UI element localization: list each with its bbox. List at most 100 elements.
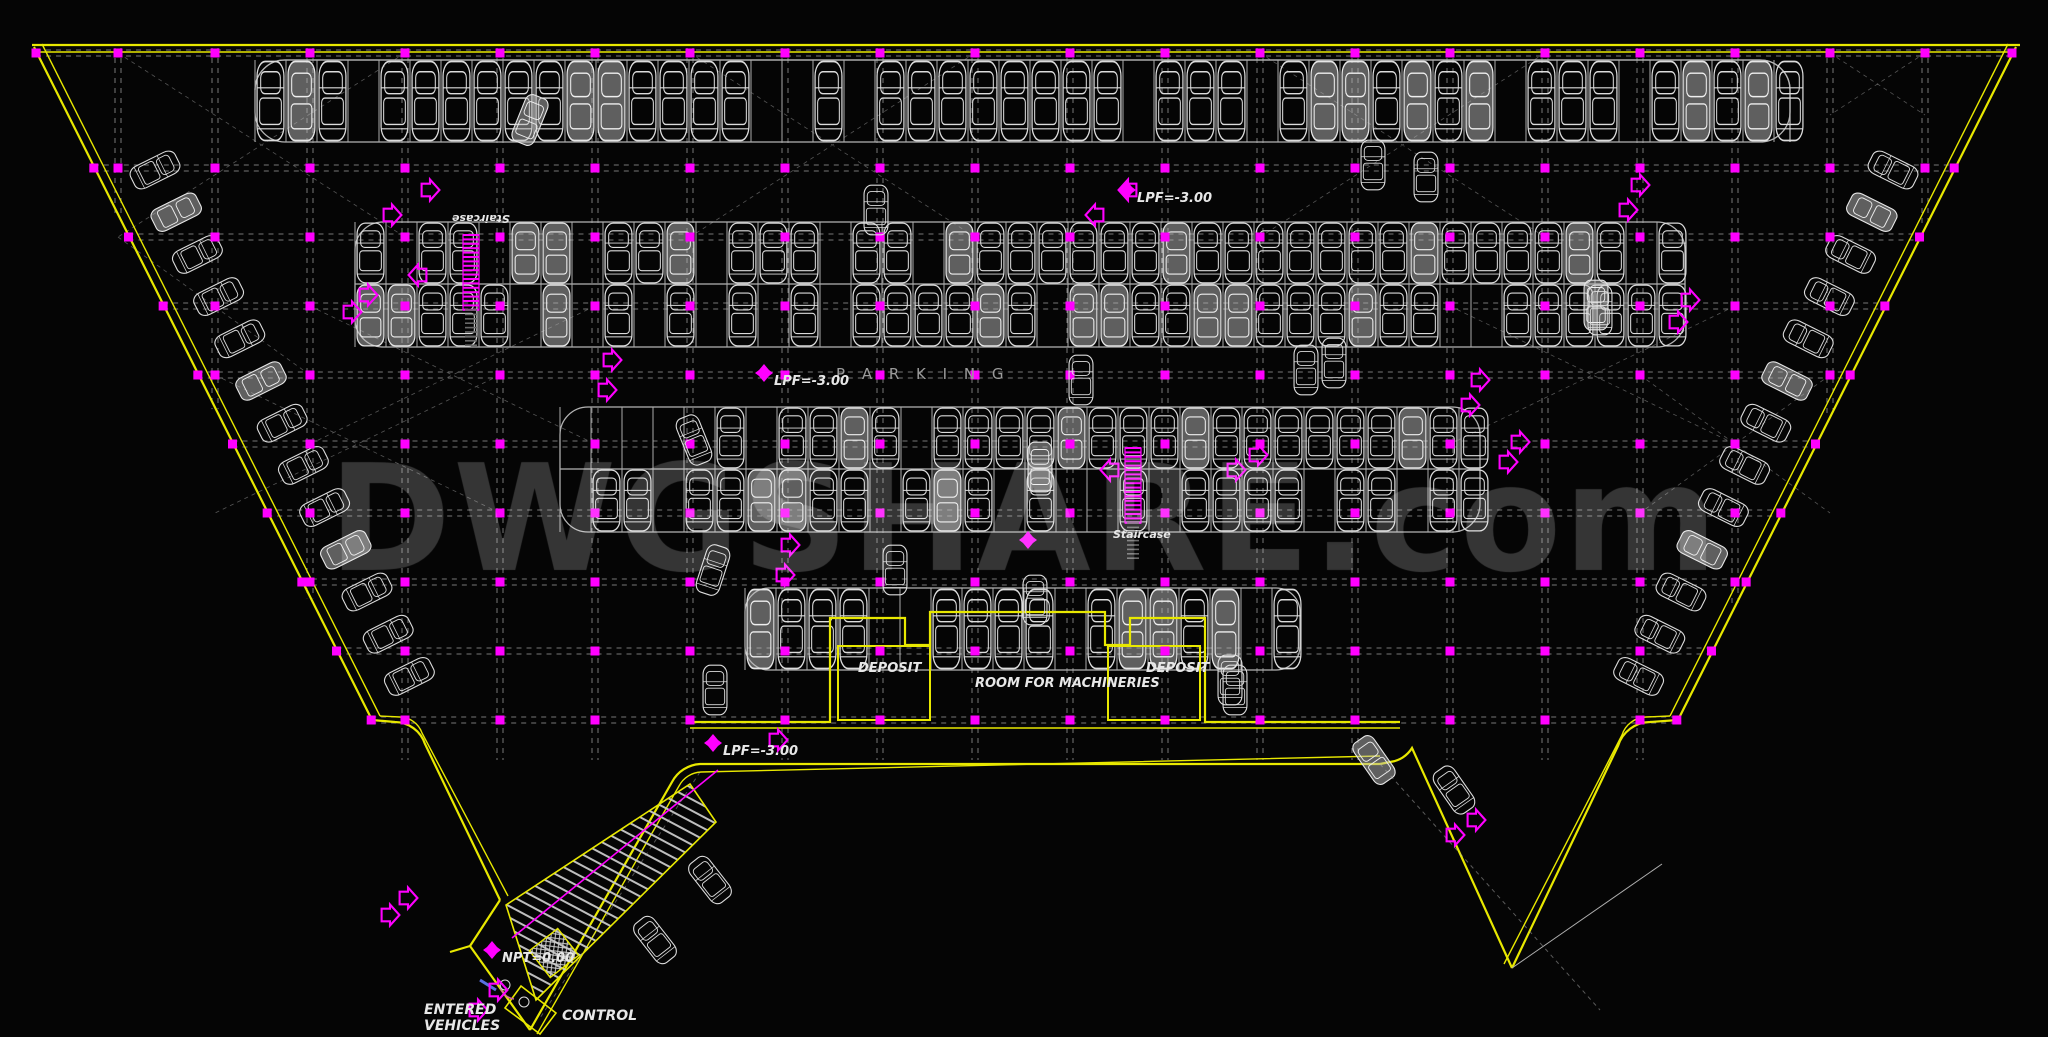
grid-node xyxy=(970,577,980,587)
grid-node xyxy=(1350,370,1360,380)
parking-stall-dividers xyxy=(254,60,1775,670)
grid-node xyxy=(1540,577,1550,587)
traffic-arrow xyxy=(1470,366,1491,394)
grid-node xyxy=(1635,508,1645,518)
grid-node xyxy=(1255,439,1265,449)
entry-ramp xyxy=(505,769,719,1002)
grid-node xyxy=(305,163,315,173)
traffic-arrow xyxy=(382,201,403,229)
grid-node xyxy=(1730,301,1740,311)
grid-node xyxy=(1540,48,1550,58)
traffic-arrow xyxy=(1466,806,1487,834)
grid-node xyxy=(1825,48,1835,58)
traffic-arrow xyxy=(420,176,441,204)
grid-node xyxy=(685,715,695,725)
grid-node xyxy=(1160,646,1170,656)
grid-node xyxy=(970,163,980,173)
grid-node xyxy=(970,48,980,58)
level-marker-diamond xyxy=(704,734,722,752)
grid-node xyxy=(495,715,505,725)
grid-node xyxy=(1160,577,1170,587)
grid-node xyxy=(970,301,980,311)
grid-node xyxy=(685,646,695,656)
grid-node xyxy=(1540,439,1550,449)
grid-node xyxy=(1635,370,1645,380)
grid-node xyxy=(1635,301,1645,311)
grid-node xyxy=(1160,232,1170,242)
grid-node xyxy=(1160,48,1170,58)
traffic-arrow xyxy=(597,376,618,404)
structural-bracing-lines xyxy=(117,52,1926,514)
grid-node xyxy=(875,508,885,518)
grid-node xyxy=(1445,577,1455,587)
grid-node xyxy=(1065,232,1075,242)
traffic-arrow xyxy=(768,726,789,754)
traffic-arrow xyxy=(1460,391,1481,419)
grid-node xyxy=(780,232,790,242)
grid-node xyxy=(970,370,980,380)
grid-node xyxy=(1825,232,1835,242)
grid-node xyxy=(685,232,695,242)
grid-node xyxy=(305,48,315,58)
traffic-arrow xyxy=(358,281,379,309)
grid-node xyxy=(1540,163,1550,173)
traffic-arrow xyxy=(407,261,428,289)
traffic-arrow xyxy=(1630,171,1651,199)
staircase-center xyxy=(1124,447,1142,560)
grid-node xyxy=(590,508,600,518)
grid-node xyxy=(495,48,505,58)
grid-node xyxy=(1255,715,1265,725)
grid-node xyxy=(875,439,885,449)
grid-node xyxy=(1730,163,1740,173)
grid-node xyxy=(970,439,980,449)
level-marker-diamond xyxy=(1019,531,1037,549)
grid-node xyxy=(1160,301,1170,311)
grid-node xyxy=(1635,48,1645,58)
traffic-arrow xyxy=(1099,456,1120,484)
grid-node xyxy=(210,48,220,58)
grid-node xyxy=(1540,508,1550,518)
grid-node xyxy=(1445,439,1455,449)
traffic-arrow xyxy=(398,884,419,912)
level-marker-diamond xyxy=(483,941,501,959)
grid-node xyxy=(1540,715,1550,725)
grid-node xyxy=(1255,232,1265,242)
grid-node xyxy=(1445,48,1455,58)
grid-node xyxy=(1065,370,1075,380)
grid-node xyxy=(400,646,410,656)
grid-node xyxy=(685,48,695,58)
grid-node xyxy=(400,439,410,449)
grid-node xyxy=(970,715,980,725)
grid-node xyxy=(590,301,600,311)
grid-node xyxy=(1065,163,1075,173)
traffic-arrow xyxy=(488,976,509,1004)
grid-node xyxy=(1635,715,1645,725)
staircase-symbols xyxy=(462,234,1142,560)
grid-node xyxy=(1635,646,1645,656)
grid-node xyxy=(305,577,315,587)
staircase-left xyxy=(462,234,480,347)
grid-node xyxy=(210,232,220,242)
site-guide-lines xyxy=(539,763,1663,1019)
grid-node xyxy=(1255,48,1265,58)
grid-node xyxy=(495,301,505,311)
grid-node xyxy=(1540,301,1550,311)
grid-node xyxy=(1445,715,1455,725)
grid-node xyxy=(590,48,600,58)
grid-node xyxy=(780,646,790,656)
grid-node xyxy=(685,577,695,587)
grid-node xyxy=(1350,48,1360,58)
grid-node xyxy=(1065,646,1075,656)
grid-node xyxy=(1635,163,1645,173)
grid-node xyxy=(1350,439,1360,449)
traffic-arrow xyxy=(1248,441,1269,469)
grid-node xyxy=(780,301,790,311)
grid-node xyxy=(875,370,885,380)
column-grid-nodes xyxy=(31,48,2017,725)
grid-node xyxy=(495,508,505,518)
grid-node xyxy=(400,163,410,173)
grid-node xyxy=(1350,163,1360,173)
grid-node xyxy=(875,715,885,725)
